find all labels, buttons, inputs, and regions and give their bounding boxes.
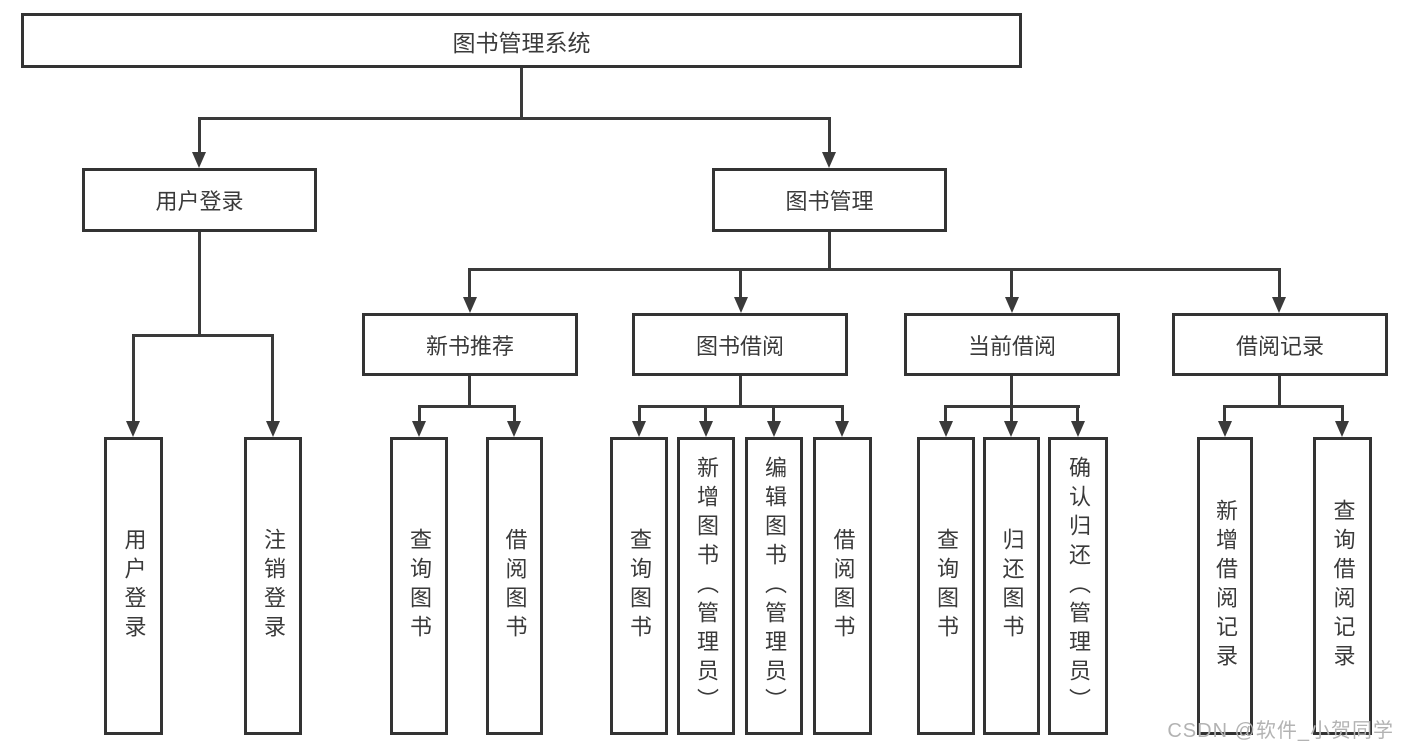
arrowhead-icon — [822, 152, 836, 168]
node-label: 当前借阅 — [967, 333, 1056, 359]
arrowhead-icon — [266, 421, 280, 437]
connector-line — [841, 405, 844, 422]
arrowhead-icon — [192, 152, 206, 168]
leaf-current-return-books: 归还图书 — [983, 437, 1040, 735]
connector-line — [132, 334, 274, 337]
connector-line — [520, 68, 523, 119]
leaf-label: 查询借阅记录 — [1330, 499, 1356, 673]
leaf-label: 查询图书 — [627, 528, 652, 644]
node-book-management: 图书管理 — [712, 168, 947, 232]
leaf-borrow-borrow-books: 借阅图书 — [813, 437, 872, 735]
leaf-logout: 注销登录 — [244, 437, 302, 735]
connector-line — [198, 232, 201, 337]
connector-line — [1278, 376, 1281, 408]
leaf-label: 借阅图书 — [830, 528, 856, 644]
connector-line — [468, 268, 1280, 271]
connector-line — [944, 405, 947, 422]
connector-line — [638, 405, 641, 422]
node-root-label: 图书管理系统 — [452, 29, 591, 56]
leaf-borrow-add-books: 新增图书（管理员） — [677, 437, 735, 735]
leaf-label: 注销登录 — [261, 528, 286, 644]
leaf-label: 编辑图书（管理员） — [762, 455, 787, 717]
arrowhead-icon — [507, 421, 521, 437]
connector-line — [132, 334, 135, 422]
leaf-label: 查询图书 — [407, 528, 432, 644]
leaf-label: 确认归还（管理员） — [1066, 455, 1091, 717]
arrowhead-icon — [1004, 421, 1018, 437]
connector-line — [739, 268, 742, 298]
node-label: 图书借阅 — [695, 333, 784, 359]
leaf-label: 借阅图书 — [502, 528, 528, 644]
arrowhead-icon — [1071, 421, 1085, 437]
connector-line — [1223, 405, 1344, 408]
leaf-records-query-record: 查询借阅记录 — [1313, 437, 1372, 735]
connector-line — [828, 117, 831, 154]
leaf-current-query-books: 查询图书 — [917, 437, 975, 735]
connector-line — [418, 405, 421, 422]
leaf-label: 查询图书 — [934, 528, 959, 644]
leaf-label: 新增图书（管理员） — [694, 455, 719, 717]
leaf-borrow-query-books: 查询图书 — [610, 437, 668, 735]
connector-line — [638, 405, 844, 408]
leaf-borrow-edit-books: 编辑图书（管理员） — [745, 437, 803, 735]
node-label: 借阅记录 — [1235, 333, 1324, 359]
connector-line — [828, 232, 831, 271]
node-label: 图书管理 — [785, 189, 874, 214]
leaf-recommend-query-books: 查询图书 — [390, 437, 448, 735]
arrowhead-icon — [1272, 297, 1286, 313]
connector-line — [198, 117, 201, 154]
arrowhead-icon — [126, 421, 140, 437]
leaf-recommend-borrow-books: 借阅图书 — [486, 437, 543, 735]
csdn-watermark: CSDN @软件_小贺同学 — [1167, 720, 1394, 742]
connector-line — [1223, 405, 1226, 422]
leaf-current-confirm-return: 确认归还（管理员） — [1048, 437, 1108, 735]
connector-line — [271, 334, 274, 422]
arrowhead-icon — [1218, 421, 1232, 437]
connector-line — [704, 405, 707, 422]
node-user-login: 用户登录 — [82, 168, 317, 232]
leaf-label: 用户登录 — [121, 528, 147, 644]
arrowhead-icon — [412, 421, 426, 437]
leaf-label: 归还图书 — [999, 528, 1025, 644]
node-new-book-recommend: 新书推荐 — [362, 313, 578, 376]
connector-line — [468, 376, 471, 408]
connector-line — [468, 268, 471, 298]
arrowhead-icon — [1005, 297, 1019, 313]
node-root: 图书管理系统 — [21, 13, 1022, 68]
leaf-user-login: 用户登录 — [104, 437, 163, 735]
node-current-borrowing: 当前借阅 — [904, 313, 1120, 376]
connector-line — [1341, 405, 1344, 422]
node-borrowing-records: 借阅记录 — [1172, 313, 1388, 376]
connector-line — [513, 405, 516, 422]
node-book-borrowing: 图书借阅 — [632, 313, 848, 376]
arrowhead-icon — [632, 421, 646, 437]
connector-line — [1010, 376, 1013, 408]
arrowhead-icon — [463, 297, 477, 313]
arrowhead-icon — [767, 421, 781, 437]
arrowhead-icon — [734, 297, 748, 313]
arrowhead-icon — [939, 421, 953, 437]
connector-line — [198, 117, 831, 120]
connector-line — [418, 405, 516, 408]
connector-line — [1278, 268, 1281, 298]
arrowhead-icon — [699, 421, 713, 437]
connector-line — [1010, 268, 1013, 298]
connector-line — [739, 376, 742, 408]
node-label: 新书推荐 — [425, 333, 514, 359]
connector-line — [1076, 405, 1079, 422]
leaf-records-add-record: 新增借阅记录 — [1197, 437, 1253, 735]
leaf-label: 新增借阅记录 — [1213, 499, 1238, 673]
connector-line — [772, 405, 775, 422]
arrowhead-icon — [835, 421, 849, 437]
node-label: 用户登录 — [155, 189, 244, 214]
arrowhead-icon — [1335, 421, 1349, 437]
connector-line — [1010, 405, 1013, 422]
